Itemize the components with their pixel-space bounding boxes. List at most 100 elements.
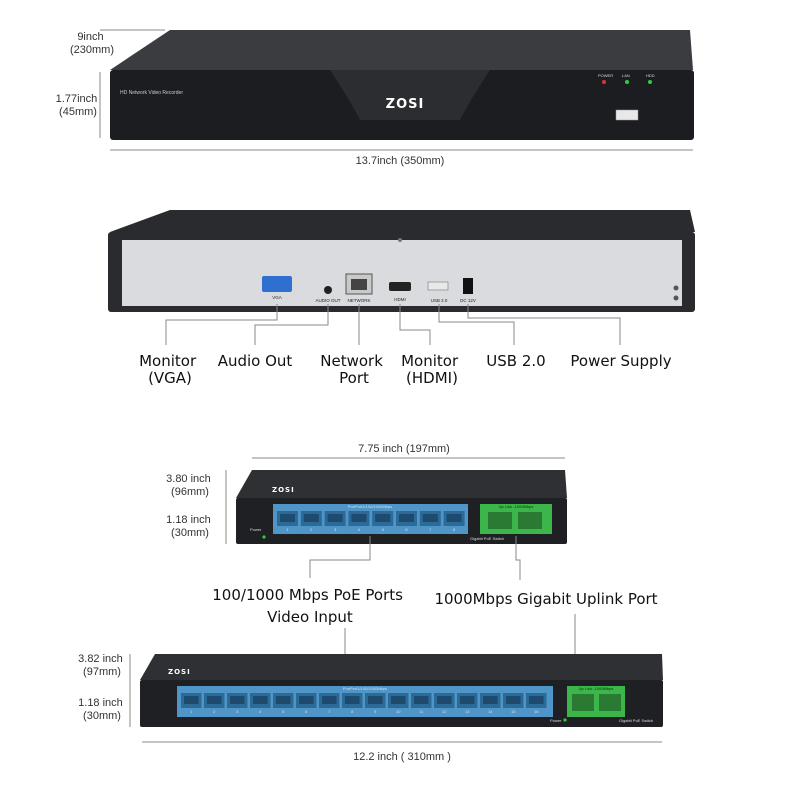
- vga-leader-line: [165, 304, 278, 345]
- switch-small-top: [236, 470, 567, 498]
- switch-large-width-label: 12.2 inch ( 310mm ): [353, 751, 451, 763]
- ground-screw-icon: [673, 285, 679, 291]
- poe-port-socket: [303, 514, 319, 522]
- nvr-brand-logo: ZOSI: [386, 97, 425, 112]
- mid-callouts: 100/1000 Mbps PoE Ports Video Input 1000…: [212, 586, 658, 690]
- poe-port-number: 12: [442, 709, 447, 714]
- poe-port-number: 2: [310, 527, 313, 532]
- poe-port-socket: [483, 696, 498, 704]
- poe-port-number: 4: [358, 527, 361, 532]
- poe-port-socket: [399, 514, 414, 522]
- switch-small-logo: ZOSI: [272, 486, 295, 494]
- poe-port-number: 1: [190, 709, 193, 714]
- vga-port-icon: [262, 276, 292, 292]
- front-usb-port-icon: [615, 109, 639, 121]
- switch-small-depth-label: 3.80 inch (96mm): [166, 473, 214, 498]
- power-led-icon: [602, 80, 606, 84]
- poe-port-number: 6: [305, 709, 308, 714]
- poe-port-number: 3: [334, 527, 337, 532]
- poe-port-socket: [184, 696, 199, 704]
- poe-port-socket: [529, 696, 544, 704]
- poe-port-number: 4: [259, 709, 262, 714]
- poe-port-number: 3: [236, 709, 239, 714]
- poe-port-socket: [322, 696, 337, 704]
- callout-hdmi-line2: (HDMI): [406, 369, 458, 387]
- poe-port-number: 7: [328, 709, 331, 714]
- switch-small-power-label: Power: [250, 527, 262, 532]
- poe-port-socket: [327, 514, 343, 522]
- switch-large-depth-line2: (97mm): [83, 666, 121, 678]
- poe-port-number: 10: [396, 709, 401, 714]
- nvr-rear-view: VGA AUDIO OUT NETWORK HDMI USB 2.0 DC 12…: [108, 210, 695, 387]
- poe-port-number: 11: [419, 709, 424, 714]
- usb-leader-line: [438, 304, 515, 345]
- nvr-model-text: HD Network Video Recorder: [120, 90, 183, 96]
- usb-port-icon: [427, 281, 449, 291]
- led-label-lan: LAN: [622, 73, 630, 78]
- nvr-height-label: 1.77inch (45mm): [56, 93, 101, 118]
- switch-small-depth-line2: (96mm): [171, 486, 209, 498]
- poe-port-socket: [368, 696, 383, 704]
- hdmi-port-icon: [389, 282, 411, 291]
- poe-port-socket: [506, 696, 521, 704]
- uplink-leader-line: [515, 536, 521, 580]
- poe-port-number: 8: [453, 527, 456, 532]
- network-port-label: NETWORK: [348, 298, 371, 303]
- dc-port-label: DC 12V: [460, 298, 476, 303]
- hdd-led-icon: [648, 80, 652, 84]
- audio-leader-line: [254, 304, 329, 345]
- power-leader-line: [467, 304, 621, 345]
- poe-port-number: 1: [286, 527, 289, 532]
- poe-port-number: 16: [534, 709, 539, 714]
- poe-leader-line: [309, 536, 371, 578]
- poe-port-number: 7: [429, 527, 432, 532]
- hdmi-port-label: HDMI: [394, 297, 406, 302]
- uplink-port-icon-2: [518, 512, 542, 529]
- dc-power-port-icon: [463, 278, 473, 294]
- switch-small-height-line1: 1.18 inch: [166, 514, 211, 526]
- switch-large-uplink-label: Up Link -1000Mbps: [579, 686, 614, 691]
- poe-port-socket: [280, 514, 295, 522]
- switch-large-name-label: Gigabit PoE Switch: [619, 718, 653, 723]
- switch-large-height-line2: (30mm): [83, 710, 121, 722]
- poe-port-socket: [422, 514, 438, 522]
- callout-hdmi-line1: Monitor: [401, 352, 459, 370]
- callout-poe-line2: Video Input: [267, 608, 353, 626]
- callout-vga-line1: Monitor: [139, 352, 197, 370]
- led-label-hdd: HDD: [646, 73, 655, 78]
- uplink-port-icon: [488, 512, 512, 529]
- switch-small-name-label: Gigabit PoE Switch: [470, 536, 504, 541]
- switch-small-height-line2: (30mm): [171, 527, 209, 539]
- callout-monitor-hdmi: Monitor (HDMI): [401, 352, 463, 387]
- callout-uplink-port: 1000Mbps Gigabit Uplink Port: [434, 590, 657, 608]
- switch-small-depth-line1: 3.80 inch: [166, 473, 211, 485]
- poe-port-socket: [253, 696, 268, 704]
- switch-small-height-label: 1.18 inch (30mm): [166, 514, 214, 539]
- switch-large-poe-label: PoePort1/100/1000Mbps: [343, 686, 387, 691]
- poe-port-socket: [345, 696, 360, 704]
- poe-port-socket: [299, 696, 314, 704]
- power-led-icon: [262, 535, 266, 539]
- switch-small-uplink-label: Up Link -1000Mbps: [499, 504, 534, 509]
- ground-screw-icon-2: [673, 295, 679, 301]
- callout-network-line1: Network: [320, 352, 383, 370]
- callout-vga-line2: (VGA): [148, 369, 192, 387]
- nvr-width-label: 13.7inch (350mm): [356, 155, 445, 167]
- nvr-depth-line1: 9inch: [77, 31, 103, 43]
- hdmi-leader-line: [399, 304, 431, 345]
- switch-large-top: [140, 654, 663, 680]
- nvr-depth-label: 9inch (230mm): [70, 31, 114, 56]
- audio-jack-icon: [324, 286, 332, 294]
- switch-small-poe-label: PoePort1/100/1000Mbps: [348, 504, 392, 509]
- nvr-led-group: POWER LAN HDD: [598, 73, 655, 84]
- lan-led-icon: [625, 80, 629, 84]
- poe-port-socket: [230, 696, 245, 704]
- poe-port-number: 15: [511, 709, 516, 714]
- poe-port-socket: [207, 696, 222, 704]
- switch-large-height-label: 1.18 inch (30mm): [78, 697, 126, 722]
- nvr-rear-top: [110, 210, 695, 232]
- rear-screw-icon: [398, 238, 402, 242]
